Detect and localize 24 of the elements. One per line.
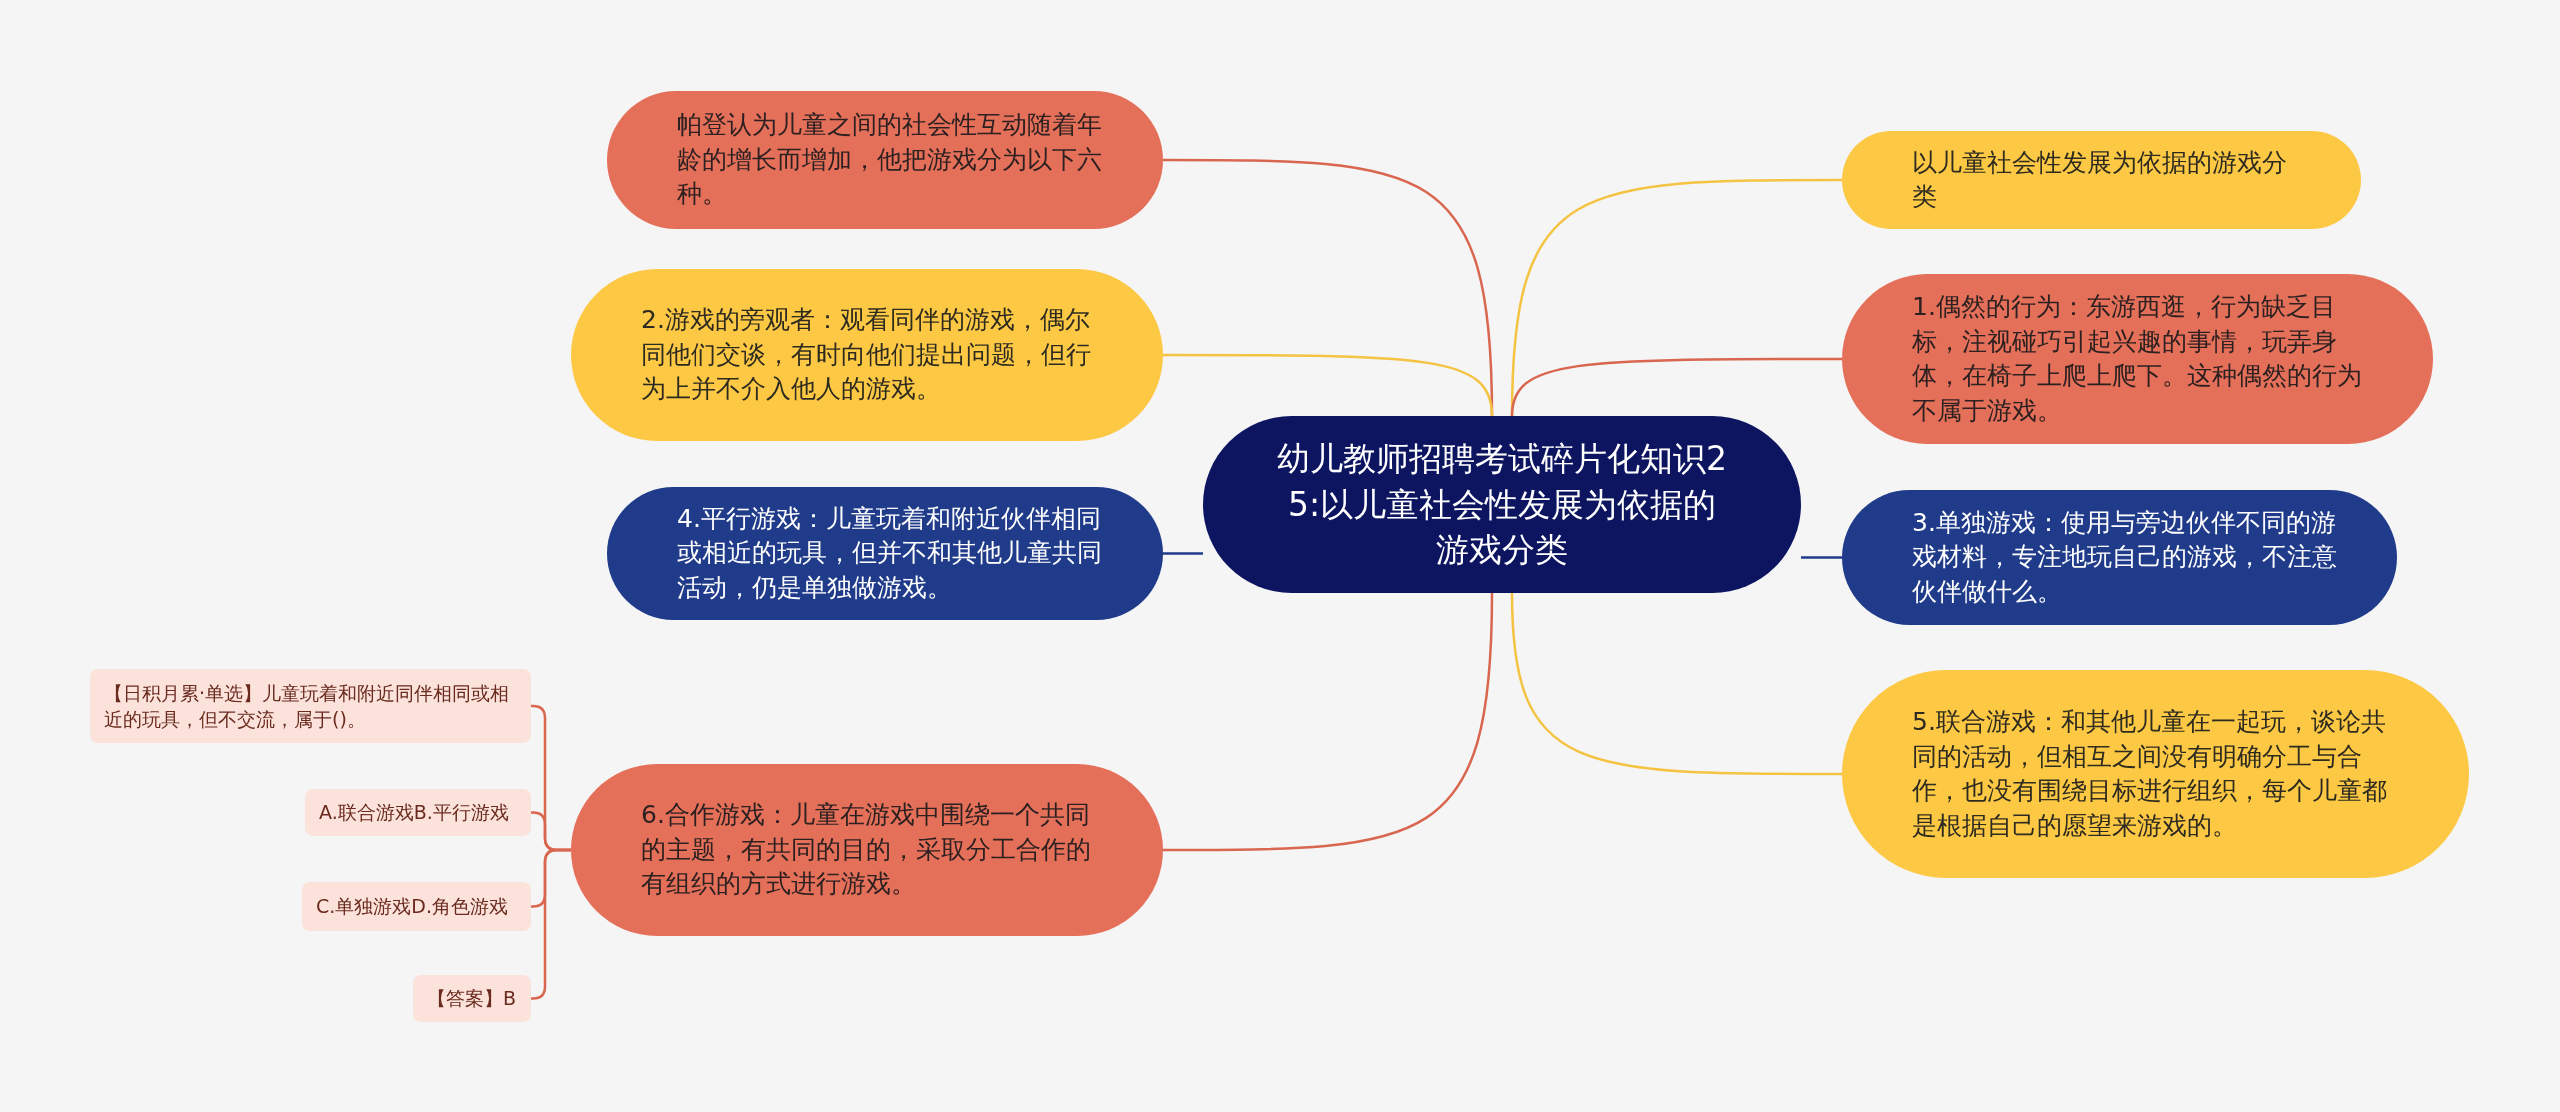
note-card xyxy=(305,789,531,836)
note-card xyxy=(413,975,531,1022)
connector-line xyxy=(1510,357,1842,417)
topic-text: 【日积月累·单选】儿童玩着和附近同伴相同或相近的玩具，但不交流，属于()。 xyxy=(104,680,511,732)
note-card xyxy=(302,882,531,931)
topic-text: A.联合游戏B.平行游戏 xyxy=(319,800,509,826)
connector-line xyxy=(1510,592,1842,776)
connector-line xyxy=(1801,556,1842,559)
topic-text: 以儿童社会性发展为依据的游戏分类 xyxy=(1912,146,2288,213)
topic-text: 帕登认为儿童之间的社会性互动随着年龄的增长而增加，他把游戏分为以下六种。 xyxy=(677,109,1103,211)
topic-text: 【答案】B xyxy=(427,986,517,1012)
connector-line xyxy=(531,848,571,1000)
topic-text: 1.偶然的行为：东游西逛，行为缺乏目标，注视碰巧引起兴趣的事情，玩弄身体，在椅子上爬上爬下。这种偶然的行为不属于游戏。 xyxy=(1912,291,2363,427)
connector-line xyxy=(1163,592,1494,852)
note-card xyxy=(90,669,531,743)
topic-text: 3.单独游戏：使用与旁边伙伴不同的游戏材料，专注地玩自己的游戏，不注意伙伴做什么。 xyxy=(1912,506,2337,608)
topic-text: 4.平行游戏：儿童玩着和附近伙伴相同或相近的玩具，但并不和其他儿童共同活动，仍是单独做游戏。 xyxy=(677,502,1103,604)
topic-text: 幼儿教师招聘考试碎片化知识25:以儿童社会性发展为依据的游戏分类 xyxy=(1276,438,1728,572)
topic-text: 5.联合游戏：和其他儿童在一起玩，谈论共同的活动，但相互之间没有明确分工与合作，也没有围绕目标进行组织，每个儿童都是根据自己的愿望来游戏的。 xyxy=(1912,706,2388,842)
topic-text: 2.游戏的旁观者：观看同伴的游戏，偶尔同他们交谈，有时向他们提出问题，但行为上并不介入他人的游戏。 xyxy=(641,304,1092,406)
topic-text: 6.合作游戏：儿童在游戏中围绕一个共同的主题，有共同的目的，采取分工合作的有组织的方式进行游戏。 xyxy=(641,799,1092,901)
connector-line xyxy=(1163,353,1494,417)
connector-line xyxy=(1163,552,1203,555)
topic-text: C.单独游戏D.角色游戏 xyxy=(316,894,508,920)
